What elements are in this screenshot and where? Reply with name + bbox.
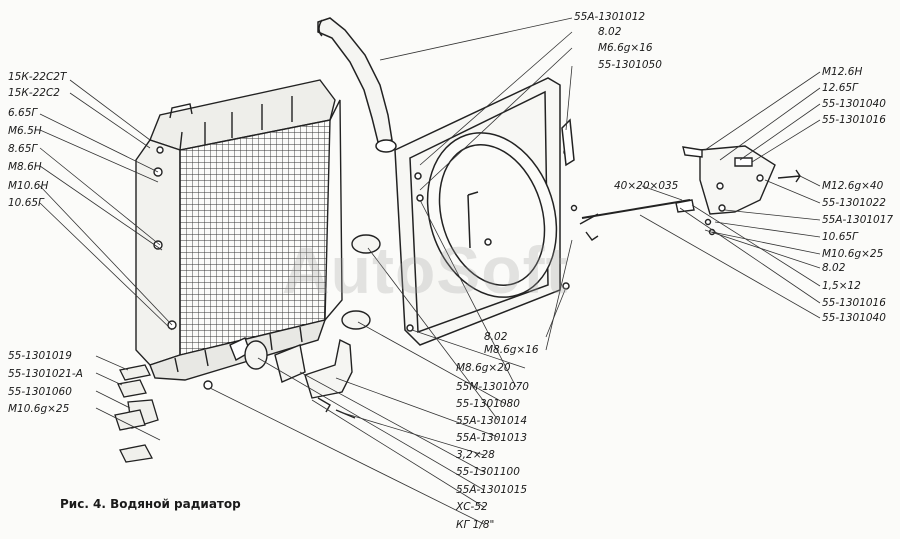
leader-lines (39, 17, 821, 525)
label-1301019: 55-1301019 (8, 350, 72, 362)
label-665g: 6.65Г (8, 107, 38, 119)
mounting-pads (114, 364, 159, 463)
label-1301060: 55-1301060 (8, 386, 72, 398)
radiator-core (135, 79, 343, 390)
label-m106g25-left: М10.6g×25 (8, 403, 70, 415)
label-xc52: ХС-52 (455, 501, 488, 513)
label-1301021a: 55-1301021-А (8, 368, 83, 380)
label-1301022: 55-1301022 (822, 197, 886, 209)
label-m86g16: М8.6g×16 (484, 344, 539, 356)
label-15k22c2t: 15К-22С2Т (8, 71, 68, 83)
label-m126n: М12.6Н (822, 66, 862, 78)
upper-hose (317, 17, 397, 153)
label-802-top: 8.02 (598, 26, 622, 38)
label-55a1301012: 55А-1301012 (574, 11, 645, 23)
label-1301050: 55-1301050 (598, 59, 662, 71)
label-55a1301013: 55А-1301013 (456, 432, 527, 444)
label-1301080: 55-1301080 (456, 398, 520, 410)
label-m106n: М10.6Н (8, 180, 48, 192)
label-55a1301014: 55А-1301014 (456, 415, 527, 427)
label-m65n: М6.5Н (8, 125, 42, 137)
label-1265g: 12.65Г (822, 82, 859, 94)
label-1065g-right: 10.65Г (822, 231, 859, 243)
label-1065g: 10.65Г (8, 197, 45, 209)
label-802-mid: 8.02 (484, 331, 508, 343)
shroud-linkage (570, 145, 801, 241)
part-labels: 15К-22С2Т 15К-22С2 6.65Г М6.5Н 8.65Г М8.… (8, 11, 893, 531)
fan-shroud (394, 77, 575, 346)
watermark: AutoSoft (282, 233, 569, 307)
label-m106g25-right: М10.6g×25 (822, 248, 884, 260)
label-15k22c2: 15К-22С2 (8, 87, 60, 99)
label-55m1301070: 55М-1301070 (456, 381, 529, 393)
label-kg18: КГ 1/8" (456, 519, 494, 531)
label-1301016-r1: 55-1301016 (822, 114, 886, 126)
label-15x12: 1,5×12 (822, 280, 861, 292)
label-55a1301015: 55А-1301015 (456, 484, 527, 496)
label-32x28: 3,2×28 (456, 449, 495, 461)
lower-hoses (244, 234, 381, 419)
label-1301016-r2: 55-1301016 (822, 297, 886, 309)
label-1301100: 55-1301100 (456, 466, 520, 478)
label-m86n: М8.6Н (8, 161, 42, 173)
label-40x20x035: 40×20×035 (614, 180, 679, 192)
label-55a1301017: 55А-1301017 (822, 214, 893, 226)
label-865g: 8.65Г (8, 143, 38, 155)
label-802-right: 8.02 (822, 262, 846, 274)
label-m126g40: М12.6g×40 (822, 180, 884, 192)
label-1301040-r2: 55-1301040 (822, 312, 886, 324)
figure-caption: Рис. 4. Водяной радиатор (60, 497, 241, 511)
label-m66g16-top: М6.6g×16 (598, 42, 653, 54)
label-1301040-r1: 55-1301040 (822, 98, 886, 110)
label-m86g20: М8.6g×20 (456, 362, 511, 374)
